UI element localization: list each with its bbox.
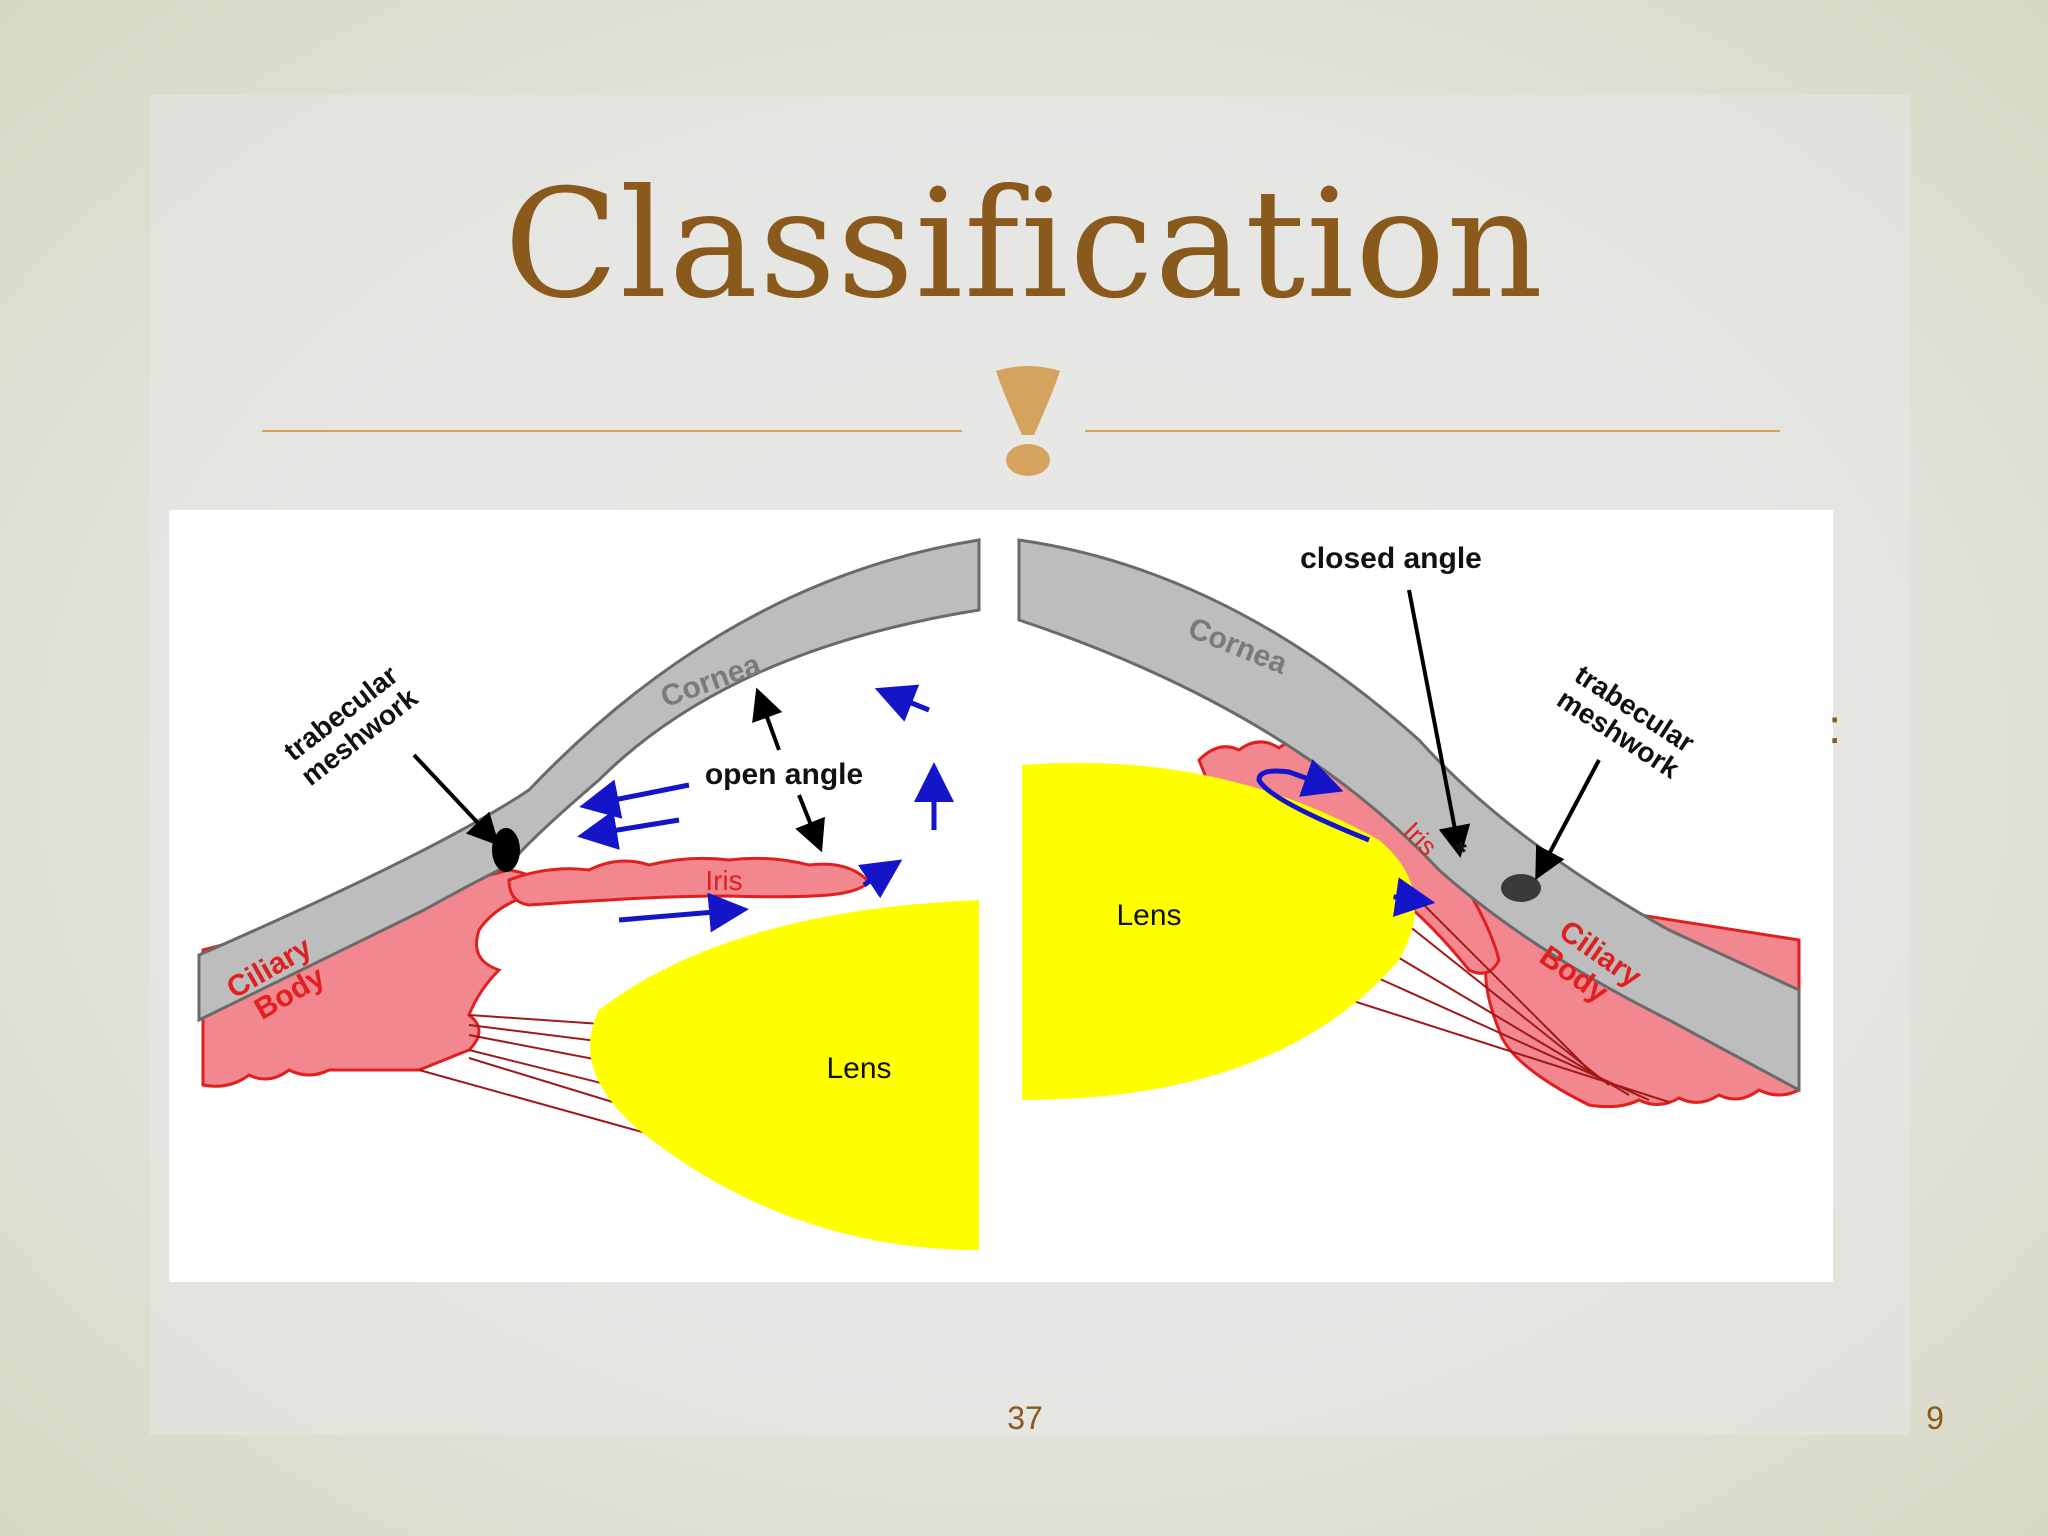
left-trabecular-label-group: trabecular meshwork [278,659,424,791]
slide-title: Classification [503,158,1545,332]
open-angle-panel: Cornea open angle Iris Lens trabecular m… [197,538,981,1250]
closed-angle-panel: closed angle Cornea trabecular meshwork … [1017,538,1801,1109]
left-flow-arrows [577,684,954,933]
right-trabecular-label-group: trabecular meshwork [1552,659,1700,785]
right-flow-arrows [1256,759,1436,917]
left-open-angle-label: open angle [705,758,863,791]
right-lens-label: Lens [1116,899,1181,932]
stray-colon-text: : [1828,701,1842,754]
left-lens-label: Lens [826,1052,891,1085]
left-trabecular-meshwork-blob [492,828,520,872]
right-trabecular-meshwork-blob [1501,874,1541,902]
left-iris-label: Iris [705,865,742,896]
left-iris-shape [507,856,872,907]
right-closed-angle-label: closed angle [1300,542,1482,575]
angle-diagram-figure: Cornea open angle Iris Lens trabecular m… [169,510,1833,1282]
exclamation-ornament-icon [996,366,1060,476]
right-asterisk-label: * [1455,836,1467,869]
title-divider-right [1085,430,1780,432]
title-divider-left [262,430,962,432]
right-pointer-arrows [1407,589,1601,881]
left-lens-shape [590,900,979,1250]
right-lens-shape [1022,762,1415,1100]
slide-number: 37 [1007,1400,1043,1436]
right-cornea-shape [1017,538,1801,1093]
left-pointer-arrows [412,687,825,853]
page-number: 9 [1926,1400,1944,1436]
